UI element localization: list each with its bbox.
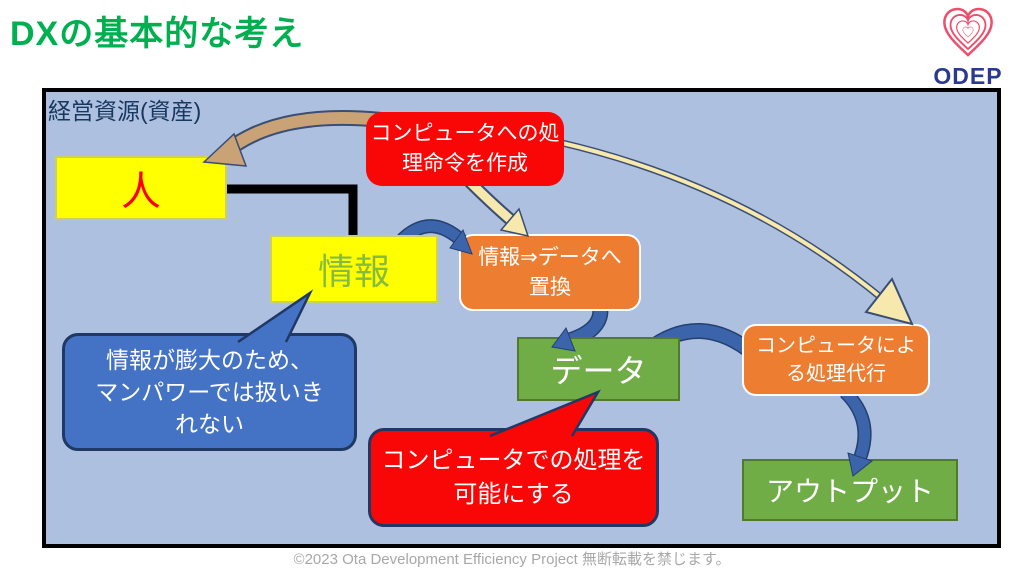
bubble-info-line1: 情報が膨大のため、 xyxy=(106,346,313,373)
node-proxy-line1: コンピュータによ xyxy=(756,335,916,357)
page-title: DXの基本的な考え xyxy=(10,15,305,53)
node-information: 情報 xyxy=(270,235,438,303)
node-instruction: コンピュータへの処 理命令を作成 xyxy=(366,112,564,186)
odep-logo: ODEP xyxy=(924,4,1012,90)
bubble-enable-processing: コンピュータでの処理を 可能にする xyxy=(368,428,659,527)
node-convert: 情報⇒データへ 置換 xyxy=(459,234,641,311)
node-proxy: コンピュータによ る処理代行 xyxy=(742,324,930,396)
node-proxy-line2: る処理代行 xyxy=(786,363,886,385)
node-data-label: データ xyxy=(550,353,647,389)
node-information-label: 情報 xyxy=(317,251,390,292)
node-data: データ xyxy=(517,337,680,401)
node-instruction-line1: コンピュータへの処 xyxy=(370,122,560,146)
node-convert-line2: 置換 xyxy=(529,275,571,299)
node-output-label: アウトプット xyxy=(765,476,934,507)
node-person-label: 人 xyxy=(121,170,161,214)
node-person: 人 xyxy=(55,156,227,220)
node-instruction-line2: 理命令を作成 xyxy=(402,152,528,175)
bubble-info-line2: マンパワーでは扱いき xyxy=(95,378,324,405)
frame-label: 経営資源(資産) xyxy=(48,98,202,124)
bubble-comp-line1: コンピュータでの処理を xyxy=(381,446,646,474)
footer-copyright: ©2023 Ota Development Efficiency Project… xyxy=(293,551,731,568)
bubble-comp-line2: 可能にする xyxy=(453,480,574,508)
node-convert-line1: 情報⇒データへ xyxy=(478,246,622,270)
heart-icon xyxy=(943,7,993,57)
odep-logo-text: ODEP xyxy=(933,63,1003,89)
node-output: アウトプット xyxy=(742,459,958,521)
bubble-information-overload: 情報が膨大のため、 マンパワーでは扱いき れない xyxy=(62,333,357,451)
bubble-info-line3: れない xyxy=(175,411,244,438)
